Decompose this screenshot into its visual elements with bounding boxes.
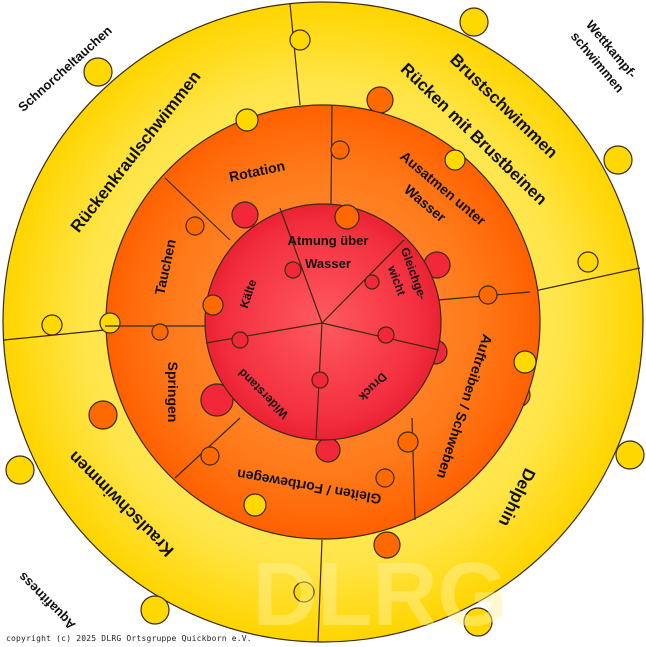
puzzle-knob bbox=[140, 595, 170, 625]
puzzle-knob bbox=[459, 7, 489, 37]
middle-label-springen: Springen bbox=[165, 362, 181, 423]
inner-circle bbox=[200, 201, 451, 463]
puzzle-knob bbox=[603, 145, 633, 175]
inner-label-atmung-line2: Wasser bbox=[305, 256, 351, 271]
puzzle-knob bbox=[463, 607, 493, 637]
copyright-notice: copyright (c) 2025 DLRG Ortsgruppe Quick… bbox=[6, 634, 252, 643]
puzzle-knob bbox=[83, 57, 113, 87]
puzzle-knob bbox=[615, 440, 645, 470]
watermark-text: DLRG bbox=[253, 545, 508, 645]
inner-label-atmung-line1: Atmung über bbox=[288, 233, 369, 248]
outside-label-aquafitness: Aquafitness bbox=[15, 570, 78, 633]
puzzle-knob bbox=[5, 455, 35, 485]
